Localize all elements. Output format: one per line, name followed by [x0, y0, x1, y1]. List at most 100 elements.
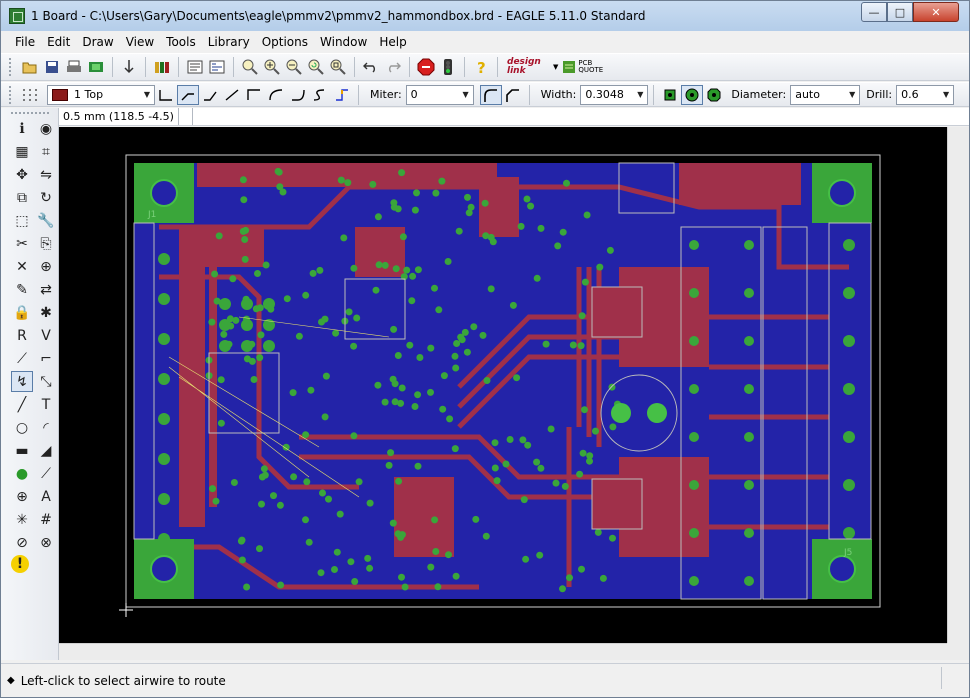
open-icon[interactable]: [19, 56, 41, 78]
save-icon[interactable]: [41, 56, 63, 78]
display-icon[interactable]: ▦: [15, 143, 29, 160]
attribute-icon[interactable]: A: [41, 488, 51, 505]
print-icon[interactable]: [63, 56, 85, 78]
zoom-in-icon[interactable]: [261, 56, 283, 78]
add-icon[interactable]: ⊕: [40, 258, 52, 275]
menu-options[interactable]: Options: [261, 34, 309, 49]
wire-bend-8[interactable]: [331, 85, 353, 105]
menu-window[interactable]: Window: [320, 34, 368, 49]
ulp-icon[interactable]: [206, 56, 228, 78]
cut-icon[interactable]: ✂: [16, 235, 28, 252]
circle-icon[interactable]: ○: [15, 419, 29, 436]
command-history-button[interactable]: [179, 108, 193, 125]
stop-icon[interactable]: [415, 56, 437, 78]
split-icon[interactable]: ⟋: [17, 350, 27, 367]
toolbar-grip[interactable]: [9, 85, 13, 104]
wire-bend-3[interactable]: [221, 85, 243, 105]
miter-select[interactable]: 0 ▼: [405, 84, 474, 105]
wire-bend-4[interactable]: [243, 85, 265, 105]
info-icon[interactable]: ℹ: [19, 120, 25, 137]
zoom-select-icon[interactable]: [327, 56, 349, 78]
diameter-select[interactable]: auto ▼: [790, 84, 861, 105]
wire-bend-7[interactable]: [309, 85, 331, 105]
menu-draw[interactable]: Draw: [82, 34, 114, 49]
cam-icon[interactable]: [85, 56, 107, 78]
mark-icon[interactable]: ⌗: [42, 143, 50, 160]
width-select[interactable]: 0.3048 ▼: [580, 84, 649, 105]
smash-icon[interactable]: ✱: [40, 304, 52, 321]
undo-icon[interactable]: [360, 56, 382, 78]
palette-grip[interactable]: [11, 112, 49, 115]
wire-bend-5[interactable]: [265, 85, 287, 105]
arc-icon[interactable]: ◜: [43, 419, 49, 436]
lock-icon[interactable]: 🔒: [13, 304, 31, 321]
menu-edit[interactable]: Edit: [47, 34, 71, 49]
zoom-out-icon[interactable]: [283, 56, 305, 78]
menu-file[interactable]: File: [15, 34, 36, 49]
menu-view[interactable]: View: [125, 34, 155, 49]
auto-icon[interactable]: #: [40, 511, 52, 528]
miter-icon[interactable]: ⌐: [40, 350, 52, 367]
drill-select[interactable]: 0.6 ▼: [896, 84, 955, 105]
eye-icon[interactable]: ◉: [39, 120, 53, 137]
name-icon[interactable]: R: [17, 327, 27, 344]
redraw-icon[interactable]: [305, 56, 327, 78]
zoom-fit-icon[interactable]: [239, 56, 261, 78]
menu-help[interactable]: Help: [379, 34, 407, 49]
errors-icon[interactable]: ⊗: [40, 534, 52, 551]
wire-bend-6[interactable]: [287, 85, 309, 105]
delete-icon[interactable]: ✕: [16, 258, 28, 275]
wrench-icon[interactable]: 🔧: [37, 212, 55, 229]
minimize-button[interactable]: —: [861, 2, 887, 22]
group-icon[interactable]: ⬚: [15, 212, 29, 229]
redo-icon[interactable]: [382, 56, 404, 78]
command-input[interactable]: [193, 108, 969, 125]
miter-round-button[interactable]: [479, 84, 502, 105]
vertical-scrollbar[interactable]: [947, 127, 969, 643]
via-round-button[interactable]: [681, 84, 704, 105]
value-icon[interactable]: V: [41, 327, 51, 344]
change-icon[interactable]: ✎: [16, 281, 28, 298]
text-icon[interactable]: T: [41, 396, 51, 413]
horizontal-scrollbar[interactable]: [59, 643, 947, 660]
wire-bend-2[interactable]: [199, 85, 221, 105]
menu-tools[interactable]: Tools: [166, 34, 196, 49]
move-icon[interactable]: ✥: [16, 166, 28, 183]
erc-icon[interactable]: !: [11, 555, 29, 573]
drc-icon[interactable]: ⊘: [16, 534, 28, 551]
grid-icon[interactable]: [19, 84, 41, 106]
pcb-quote-button[interactable]: PCB QUOTE: [562, 59, 603, 75]
menu-library[interactable]: Library: [207, 34, 250, 49]
mirror-icon[interactable]: ⇋: [40, 166, 52, 183]
wire-bend-1[interactable]: [177, 84, 199, 105]
designlink-button[interactable]: design link ▼: [507, 58, 558, 76]
copy-icon[interactable]: ⧉: [17, 189, 27, 206]
polygon-icon[interactable]: ◢: [40, 442, 52, 459]
swap-icon[interactable]: ⇄: [40, 281, 52, 298]
hole-icon[interactable]: ⊕: [16, 488, 28, 505]
rotate-icon[interactable]: ↻: [40, 189, 52, 206]
help-icon[interactable]: ?: [470, 56, 492, 78]
via-square-button[interactable]: [659, 85, 681, 105]
layer-select[interactable]: 1 Top ▼: [47, 84, 155, 105]
go-icon[interactable]: [437, 56, 459, 78]
wire-icon[interactable]: ╱: [17, 396, 27, 413]
ratsnest-icon[interactable]: ✳: [16, 511, 28, 528]
route-icon[interactable]: ↯: [11, 371, 33, 392]
script-icon[interactable]: [184, 56, 206, 78]
via-icon[interactable]: ●: [15, 465, 29, 482]
via-octagon-button[interactable]: [703, 85, 725, 105]
maximize-button[interactable]: □: [887, 2, 913, 22]
miter-straight-button[interactable]: [502, 85, 524, 105]
via: [463, 348, 471, 356]
ripup-icon[interactable]: ⤡: [40, 373, 52, 390]
signal-icon[interactable]: ⟋: [41, 465, 51, 482]
rect-icon[interactable]: ▬: [15, 442, 29, 459]
paste-icon[interactable]: ⎘: [40, 235, 52, 252]
close-button[interactable]: ✕: [913, 2, 959, 22]
wire-bend-0[interactable]: [155, 85, 177, 105]
toolbar-grip[interactable]: [9, 58, 13, 76]
library-icon[interactable]: [151, 56, 173, 78]
export-icon[interactable]: [118, 56, 140, 78]
board-canvas[interactable]: J1 J5: [59, 127, 947, 643]
